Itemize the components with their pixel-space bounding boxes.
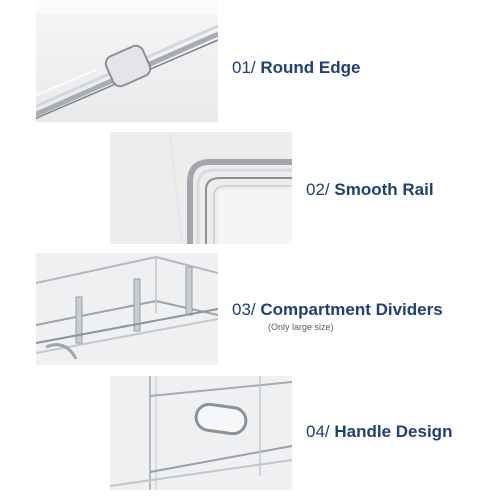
- feature-number: 04/: [306, 422, 330, 441]
- feature-title: Handle Design: [334, 422, 453, 441]
- feature-number: 02/: [306, 180, 330, 199]
- handle-design-photo: [110, 376, 292, 490]
- compartment-dividers-photo: [36, 253, 218, 365]
- feature-number: 01/: [232, 58, 256, 77]
- feature-title: Compartment Dividers: [260, 300, 443, 319]
- round-edge-photo: [36, 0, 218, 122]
- feature-label-smooth-rail: 02/ Smooth Rail: [306, 180, 434, 200]
- feature-label-handle-design: 04/ Handle Design: [306, 422, 452, 442]
- feature-label-round-edge: 01/ Round Edge: [232, 58, 360, 78]
- feature-title: Round Edge: [260, 58, 361, 77]
- feature-note-large-size: (Only large size): [268, 322, 334, 332]
- smooth-rail-photo: [110, 132, 292, 244]
- feature-number: 03/: [232, 300, 256, 319]
- feature-label-compartment-dividers: 03/ Compartment Dividers: [232, 300, 443, 320]
- feature-title: Smooth Rail: [334, 180, 434, 199]
